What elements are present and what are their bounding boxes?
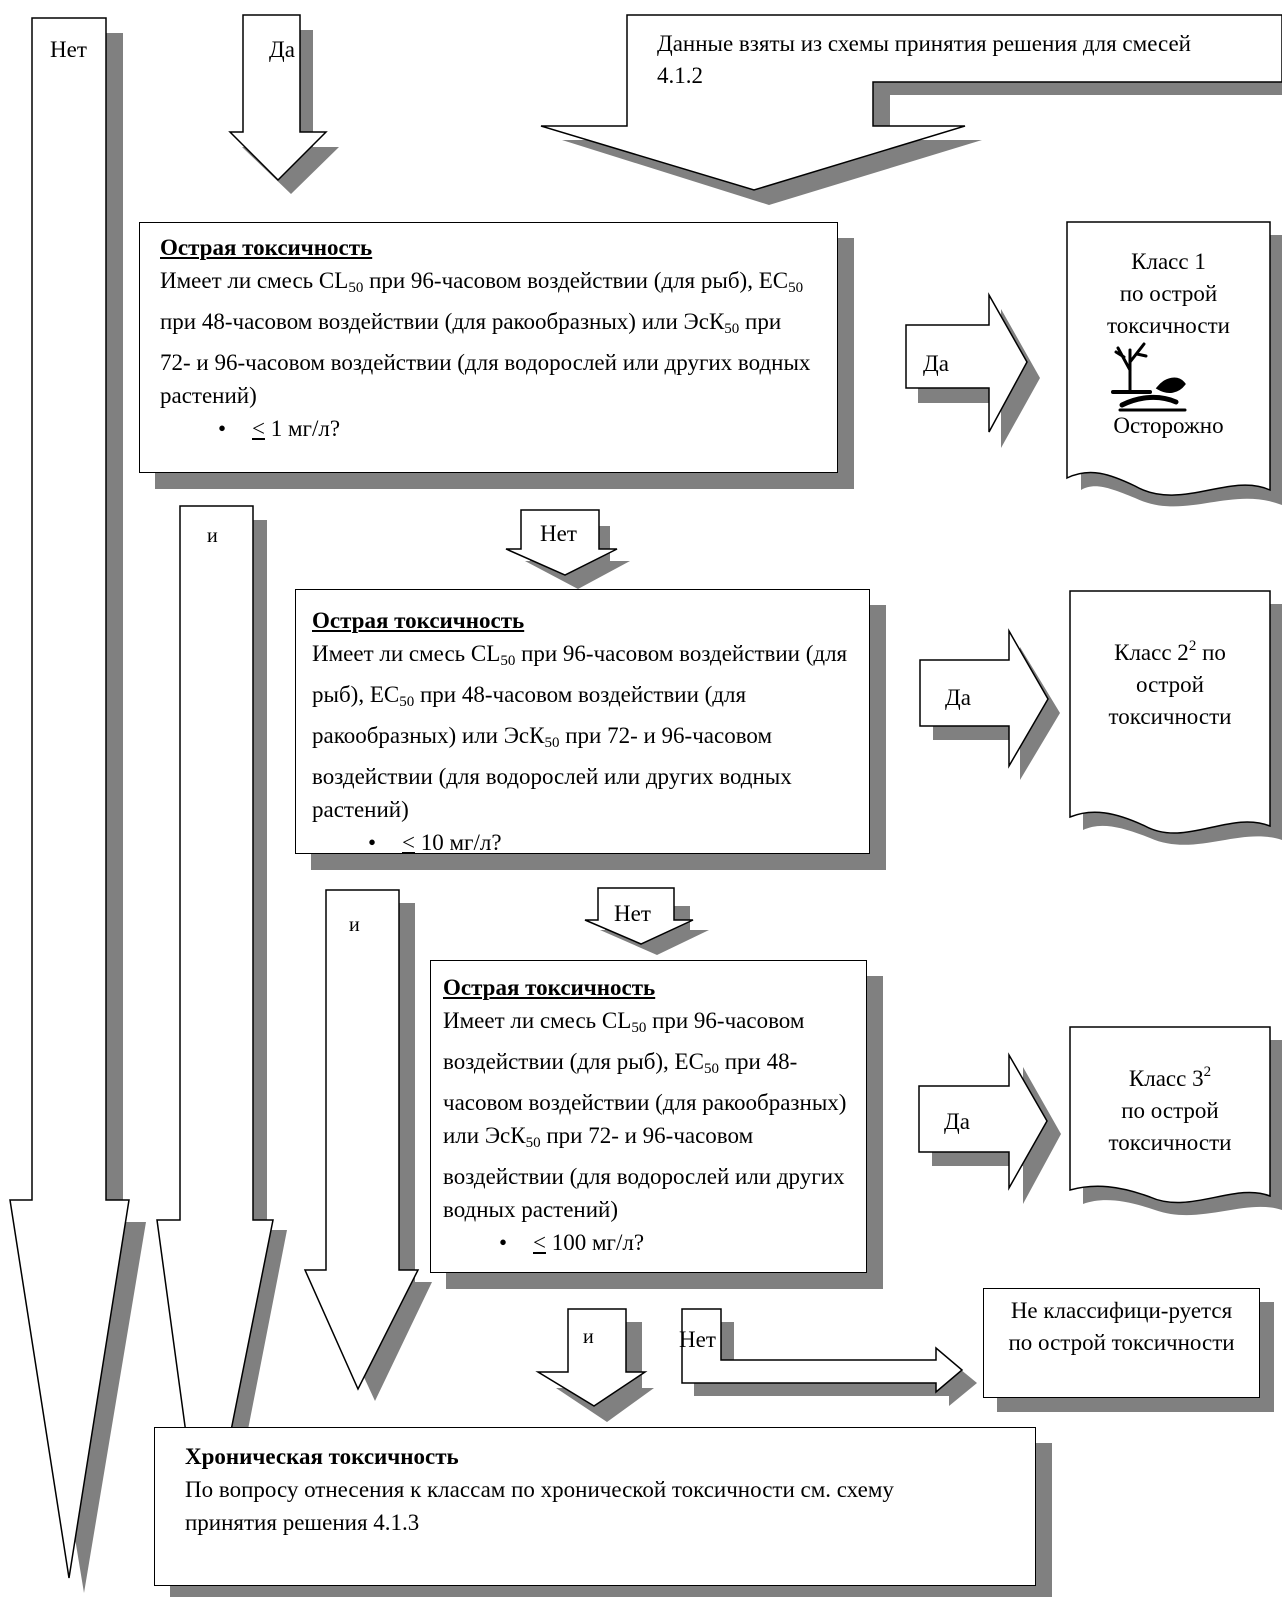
box2-title: Острая токсичность xyxy=(312,608,525,633)
i-arrow-3 xyxy=(535,1308,648,1407)
i-arrow-1 xyxy=(156,505,274,1567)
da-label-3: Да xyxy=(944,1109,970,1134)
top-note: Данные взяты из схемы принятия решения д… xyxy=(657,31,1191,88)
i-label-2: и xyxy=(349,914,360,936)
chronic-title: Хроническая токсичность xyxy=(185,1444,459,1469)
top-note-arrow xyxy=(540,14,1282,191)
net-arrow-2 xyxy=(584,887,694,945)
net-arrow-3-shadow xyxy=(694,1322,977,1406)
net-label-1: Нет xyxy=(540,521,577,546)
da-label-top: Да xyxy=(269,37,295,62)
class1-label: Класс 1 по острой токсичности xyxy=(1107,249,1230,338)
class1-signal-word: Осторожно xyxy=(1113,413,1224,438)
da-label-1: Да xyxy=(923,351,949,376)
box3-criterion: •< 100 мг/л? xyxy=(498,1230,645,1255)
net-label-big: Нет xyxy=(50,37,87,62)
net-arrow-1 xyxy=(505,509,618,576)
da-arrow-3 xyxy=(918,1052,1048,1191)
da-label-2: Да xyxy=(945,685,971,710)
box1-title: Острая токсичность xyxy=(160,235,373,260)
da-arrow-1 xyxy=(905,292,1028,433)
environment-hazard-icon xyxy=(1111,342,1187,412)
da-top-arrow xyxy=(228,14,328,182)
acute-toxicity-box-3: Острая токсичность Имеет ли смесь CL50 п… xyxy=(430,960,867,1273)
class3-doc xyxy=(1069,1026,1271,1204)
chronic-toxicity-box: Хроническая токсичность По вопросу отнес… xyxy=(154,1427,1036,1586)
box2-criterion: •< 10 мг/л? xyxy=(367,830,502,855)
class2-doc xyxy=(1069,590,1271,834)
net-label-2: Нет xyxy=(614,901,651,926)
big-net-arrow xyxy=(9,17,130,1579)
box3-title: Острая токсичность xyxy=(443,975,656,1000)
class1-doc xyxy=(1066,221,1271,496)
box1-question: Имеет ли смесь CL50 при 96-часовом возде… xyxy=(160,268,811,408)
box3-question: Имеет ли смесь CL50 при 96-часовом возде… xyxy=(443,1008,847,1222)
not-classified-box: Не классифици-руется по острой токсичнос… xyxy=(983,1288,1260,1398)
chronic-text: По вопросу отнесения к классам по хронич… xyxy=(185,1477,894,1535)
box2-question: Имеет ли смесь CL50 при 96-часовом возде… xyxy=(312,641,848,822)
class2-label: Класс 22 по острой токсичности xyxy=(1108,638,1232,729)
net-arrow-3 xyxy=(681,1308,964,1394)
box1-criterion: •< 1 мг/л? xyxy=(217,416,341,441)
acute-toxicity-box-1: Острая токсичность Имеет ли смесь CL50 п… xyxy=(139,222,838,473)
acute-toxicity-box-2: Острая токсичность Имеет ли смесь CL50 п… xyxy=(295,589,870,855)
i-arrow-2 xyxy=(303,889,420,1391)
class3-label: Класс 32 по острой токсичности xyxy=(1108,1064,1232,1155)
net-label-3: Нет xyxy=(679,1327,716,1352)
i-label-3: и xyxy=(583,1326,594,1348)
da-arrow-2 xyxy=(919,628,1049,769)
i-label-1: и xyxy=(207,525,218,547)
